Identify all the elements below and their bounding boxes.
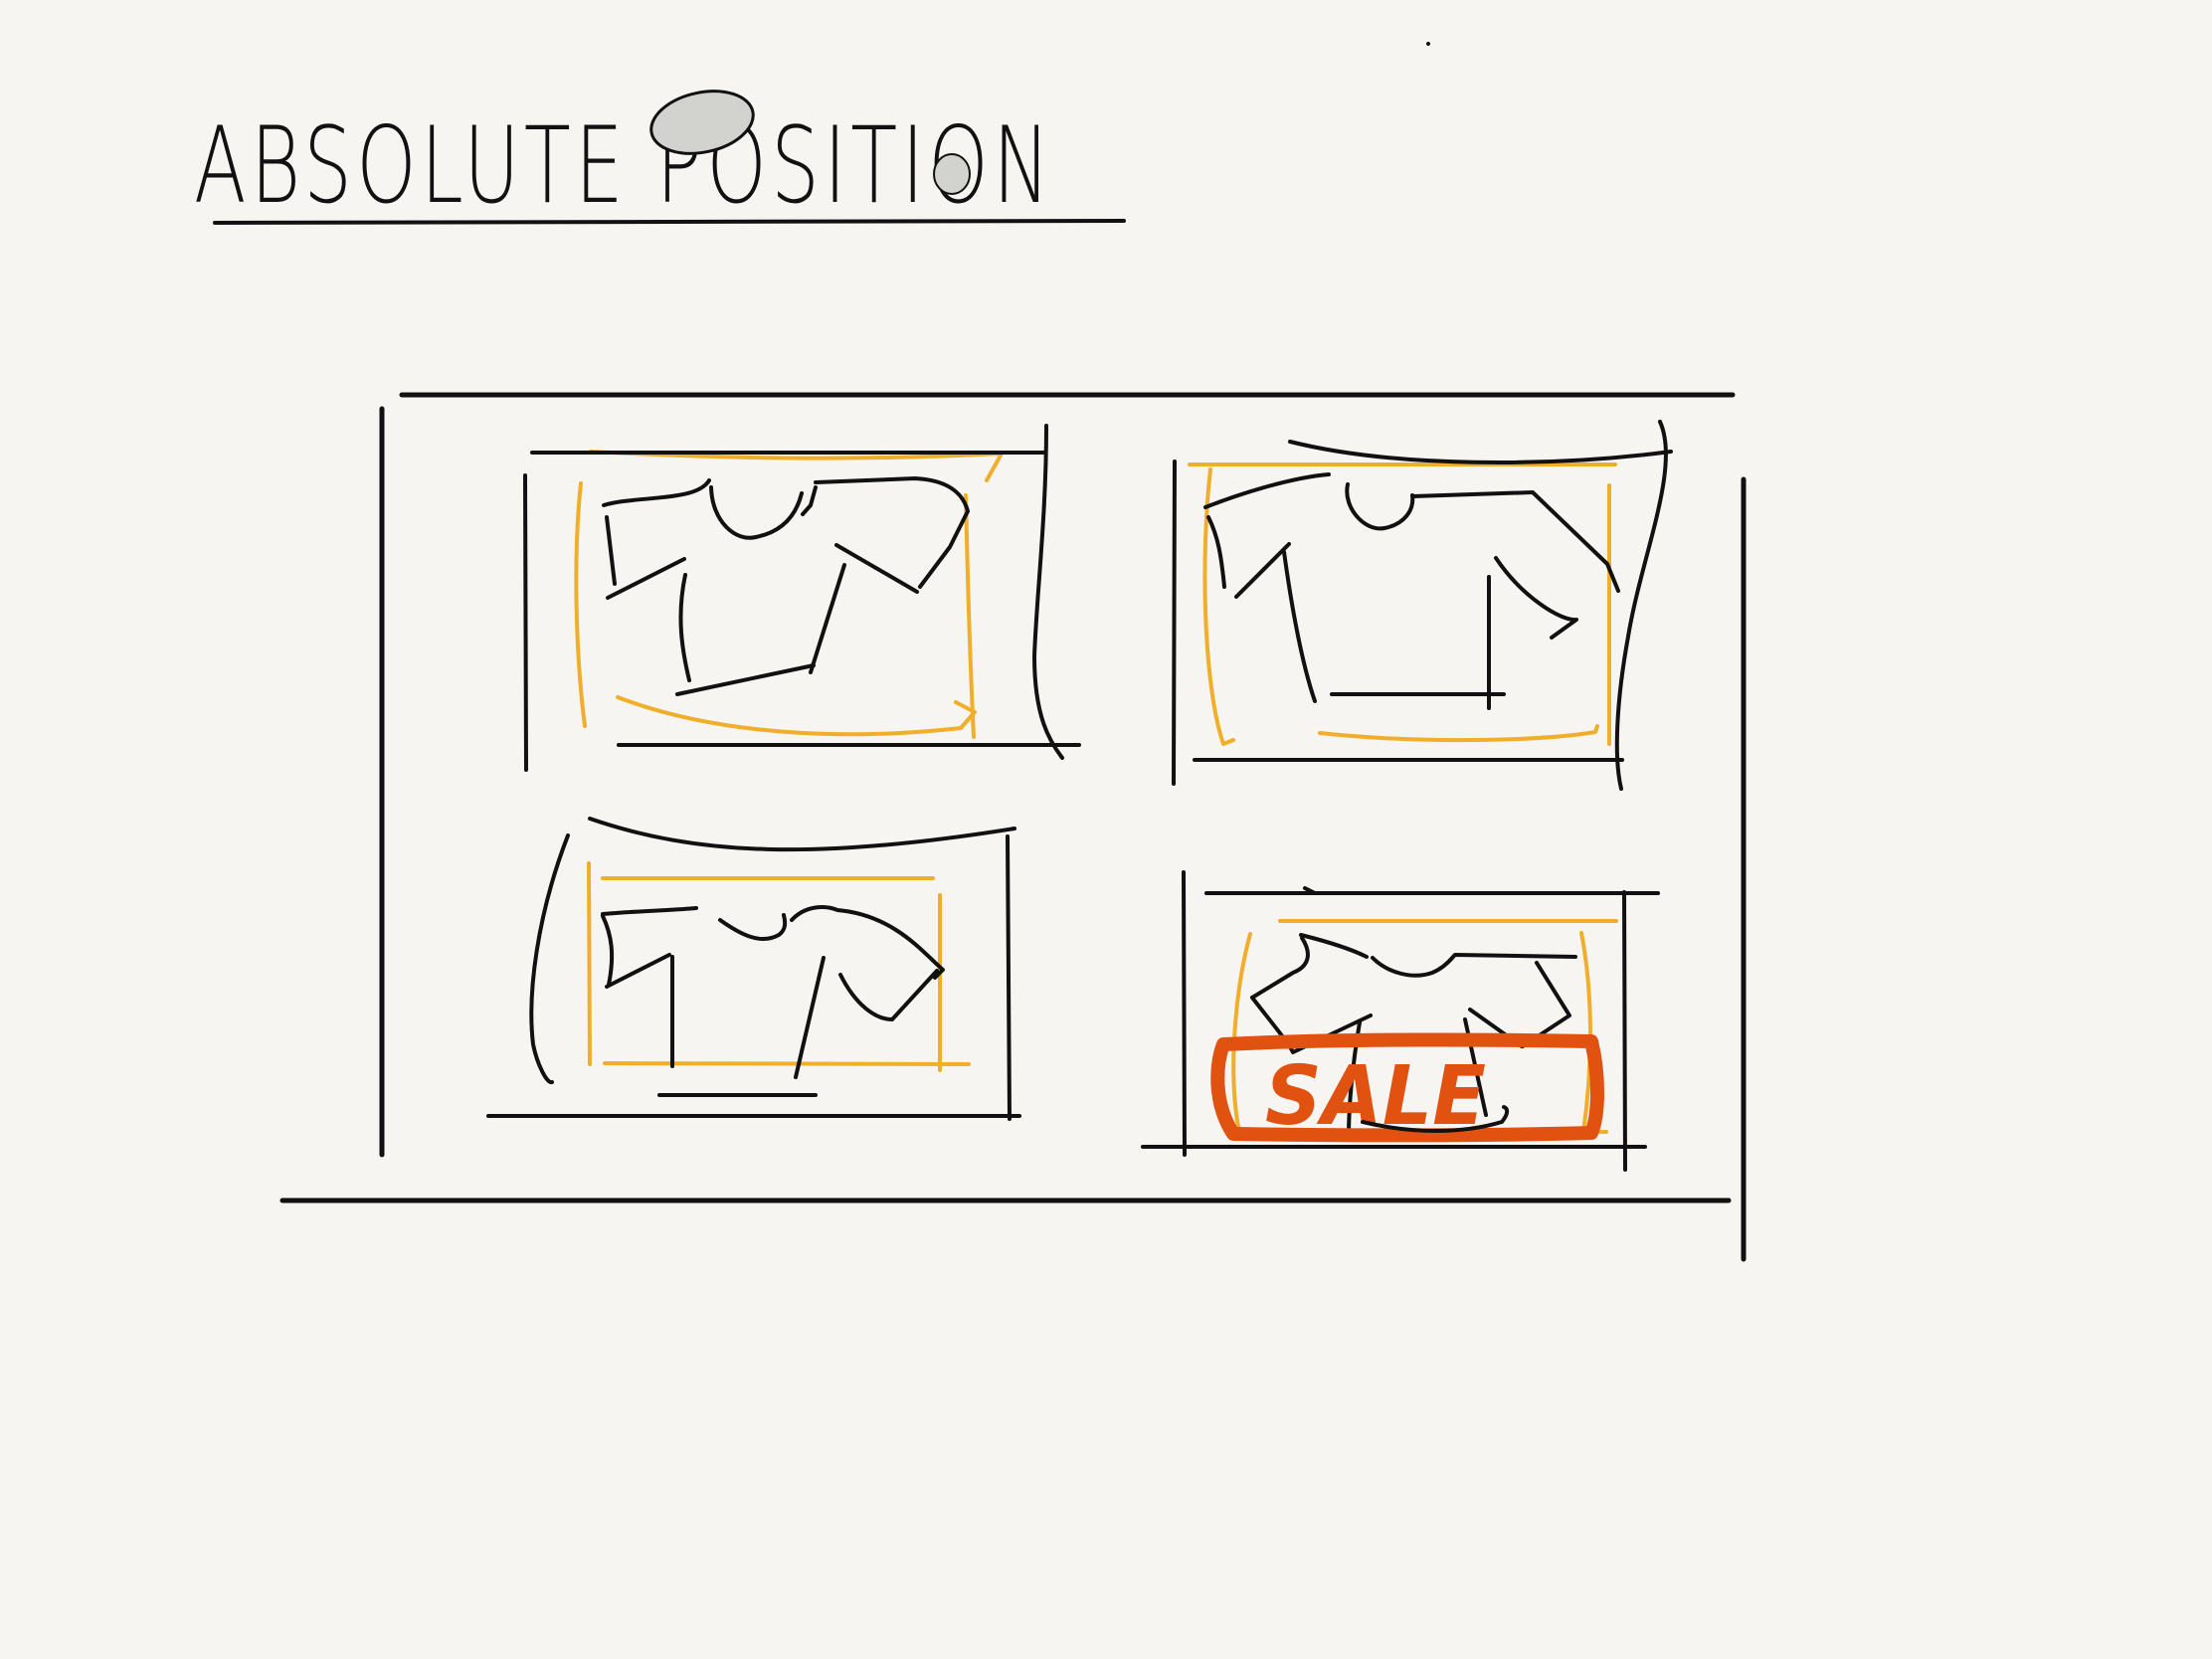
title-underline bbox=[213, 219, 1126, 225]
page-title: ABSOLUTE POSITION bbox=[194, 104, 1054, 227]
tshirt-icon bbox=[1203, 472, 1620, 710]
tshirt-icon bbox=[602, 476, 970, 696]
title-shading-blob bbox=[649, 90, 755, 155]
tshirt-hem bbox=[1361, 1105, 1510, 1133]
outer-container bbox=[279, 392, 1747, 1262]
sale-badge-label: SALE bbox=[1265, 1049, 1486, 1144]
title-group: ABSOLUTE POSITION bbox=[194, 42, 1430, 227]
sale-badge-border bbox=[1210, 1032, 1604, 1143]
product-card-4: SALE bbox=[1141, 870, 1660, 1172]
product-card-3 bbox=[486, 817, 1021, 1121]
sale-badge: SALE bbox=[1210, 1032, 1604, 1144]
tshirt-icon bbox=[601, 905, 945, 1079]
title-shading-blob-small bbox=[933, 153, 971, 195]
stray-dot bbox=[1426, 42, 1430, 46]
product-card-1 bbox=[523, 424, 1081, 772]
product-card-2 bbox=[1172, 420, 1673, 791]
